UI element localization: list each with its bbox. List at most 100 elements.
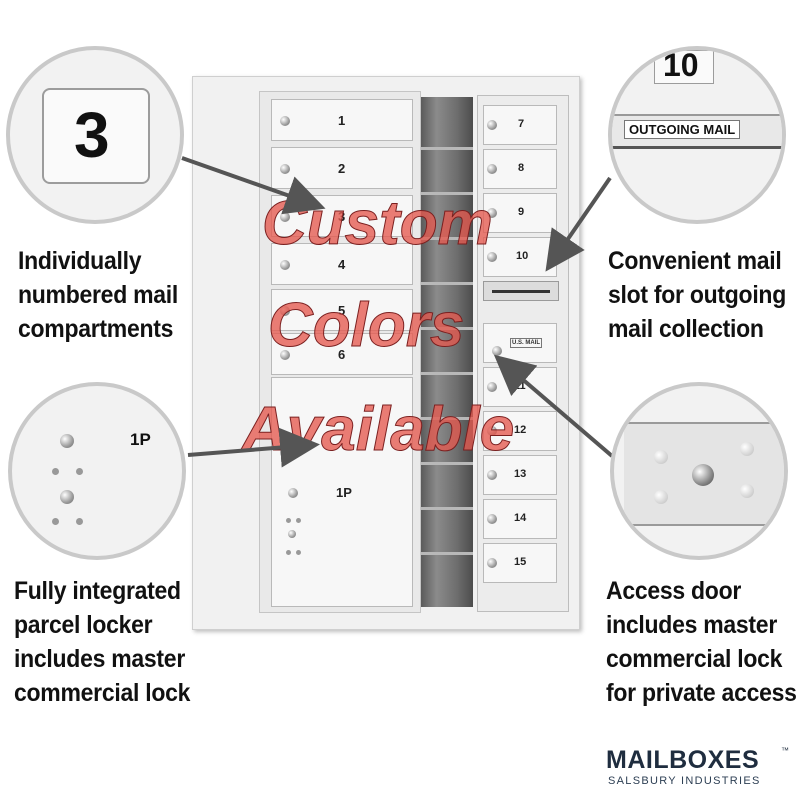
- compartment-door-10: 10: [483, 237, 557, 277]
- door-number: 5: [338, 303, 346, 318]
- shelf: [421, 462, 473, 465]
- caption-line: slot for outgoing: [608, 281, 786, 309]
- arrow-parcel-locker: [187, 427, 320, 468]
- detail-number: 10: [663, 47, 699, 83]
- lock-icon: [280, 350, 290, 360]
- rivet: [740, 484, 754, 498]
- rivet: [286, 518, 291, 523]
- lock-icon: [487, 426, 497, 436]
- rivet: [654, 450, 668, 464]
- lock-icon: [487, 120, 497, 130]
- callout-numbered-compartment: 3: [6, 46, 184, 224]
- master-lock-icon: [692, 464, 714, 486]
- rivet: [52, 518, 59, 525]
- shelf: [421, 417, 473, 420]
- compartment-door-13: 13: [483, 455, 557, 495]
- compartment-door-4: 4: [271, 243, 413, 285]
- caption-line: parcel locker: [14, 611, 153, 639]
- caption-line: commercial lock: [606, 645, 783, 673]
- brand-tagline: SALSBURY INDUSTRIES: [608, 775, 761, 787]
- lock-icon: [487, 558, 497, 568]
- door-number: 15: [514, 556, 527, 568]
- caption-line: commercial lock: [14, 679, 191, 707]
- caption-line: includes master: [14, 645, 185, 673]
- parcel-door-label: 1P: [336, 485, 352, 500]
- rivet: [76, 518, 83, 525]
- slot-panel: OUTGOING MAIL: [612, 114, 782, 149]
- rivet: [296, 550, 301, 555]
- caption-parcel-locker: Fully integrated parcel locker includes …: [14, 574, 190, 710]
- lock-icon: [487, 164, 497, 174]
- slot-opening: [492, 290, 550, 293]
- compartment-door-7: 7: [483, 105, 557, 145]
- compartment-door-1: 1: [271, 99, 413, 141]
- caption-line: includes master: [606, 611, 777, 639]
- compartment-door-6: 6: [271, 333, 413, 375]
- lock-icon: [288, 488, 298, 498]
- door-number: 4: [338, 257, 346, 272]
- caption-line: Fully integrated: [14, 577, 181, 605]
- lock-icon: [487, 470, 497, 480]
- caption-numbered-compartments: Individually numbered mail compartments: [18, 244, 178, 346]
- caption-line: Convenient mail: [608, 247, 782, 275]
- shelf: [421, 237, 473, 240]
- detail-number: 3: [74, 99, 110, 171]
- compartment-door-5: 5: [271, 289, 413, 331]
- door-number: 8: [518, 162, 525, 174]
- outgoing-mail-slot: [483, 281, 559, 301]
- cabinet-interior: [421, 97, 473, 607]
- door-number: 6: [338, 347, 346, 362]
- callout-parcel-locker: 1P: [8, 382, 186, 560]
- arrow-access-door: [493, 354, 614, 458]
- door-number: 12: [514, 424, 527, 436]
- shelf: [421, 507, 473, 510]
- shelf: [421, 327, 473, 330]
- rivet: [286, 550, 291, 555]
- lock-icon: [60, 490, 74, 504]
- parcel-locker-door: 1P: [271, 377, 413, 607]
- compartment-door-14: 14: [483, 499, 557, 539]
- shelf: [421, 147, 473, 150]
- door-number: 10: [516, 250, 529, 262]
- caption-line: Individually: [18, 247, 142, 275]
- caption-line: numbered mail: [18, 281, 179, 309]
- number-plate: 3: [42, 88, 150, 184]
- outgoing-mail-label: OUTGOING MAIL: [624, 120, 741, 139]
- lock-icon: [280, 212, 290, 222]
- rivet: [296, 518, 301, 523]
- caption-line: compartments: [18, 315, 174, 343]
- door-number: 14: [514, 512, 527, 524]
- caption-access-door: Access door includes master commercial l…: [606, 574, 797, 710]
- door-number: 7: [518, 118, 525, 130]
- brand-logo: MAILBOXES: [606, 746, 760, 774]
- shelf: [421, 282, 473, 285]
- caption-line: mail collection: [608, 315, 764, 343]
- lock-icon: [487, 208, 497, 218]
- compartment-door-8: 8: [483, 149, 557, 189]
- compartment-door-12: 12: [483, 411, 557, 451]
- rivet: [52, 468, 59, 475]
- door-number: 3: [338, 209, 346, 224]
- lock-icon: [280, 164, 290, 174]
- callout-outgoing-slot: 10 OUTGOING MAIL: [608, 46, 786, 224]
- compartment-door-15: 15: [483, 543, 557, 583]
- door-number: 13: [514, 468, 527, 480]
- lock-icon: [60, 434, 74, 448]
- caption-line: Access door: [606, 577, 742, 605]
- door-number: 2: [338, 161, 346, 176]
- compartment-door-9: 9: [483, 193, 557, 233]
- rivet: [740, 442, 754, 456]
- lock-icon: [487, 382, 497, 392]
- arrow-outgoing-slot: [545, 176, 612, 272]
- caption-outgoing-slot: Convenient mail slot for outgoing mail c…: [608, 244, 786, 346]
- us-mail-plate: U.S. MAIL: [510, 338, 542, 348]
- lock-icon: [487, 252, 497, 262]
- door-number: 1: [338, 113, 346, 128]
- callout-access-door: [610, 382, 788, 560]
- lock-icon: [487, 514, 497, 524]
- rivet: [76, 468, 83, 475]
- detail-label: 1P: [130, 430, 151, 449]
- lock-icon: [280, 116, 290, 126]
- shelf: [421, 552, 473, 555]
